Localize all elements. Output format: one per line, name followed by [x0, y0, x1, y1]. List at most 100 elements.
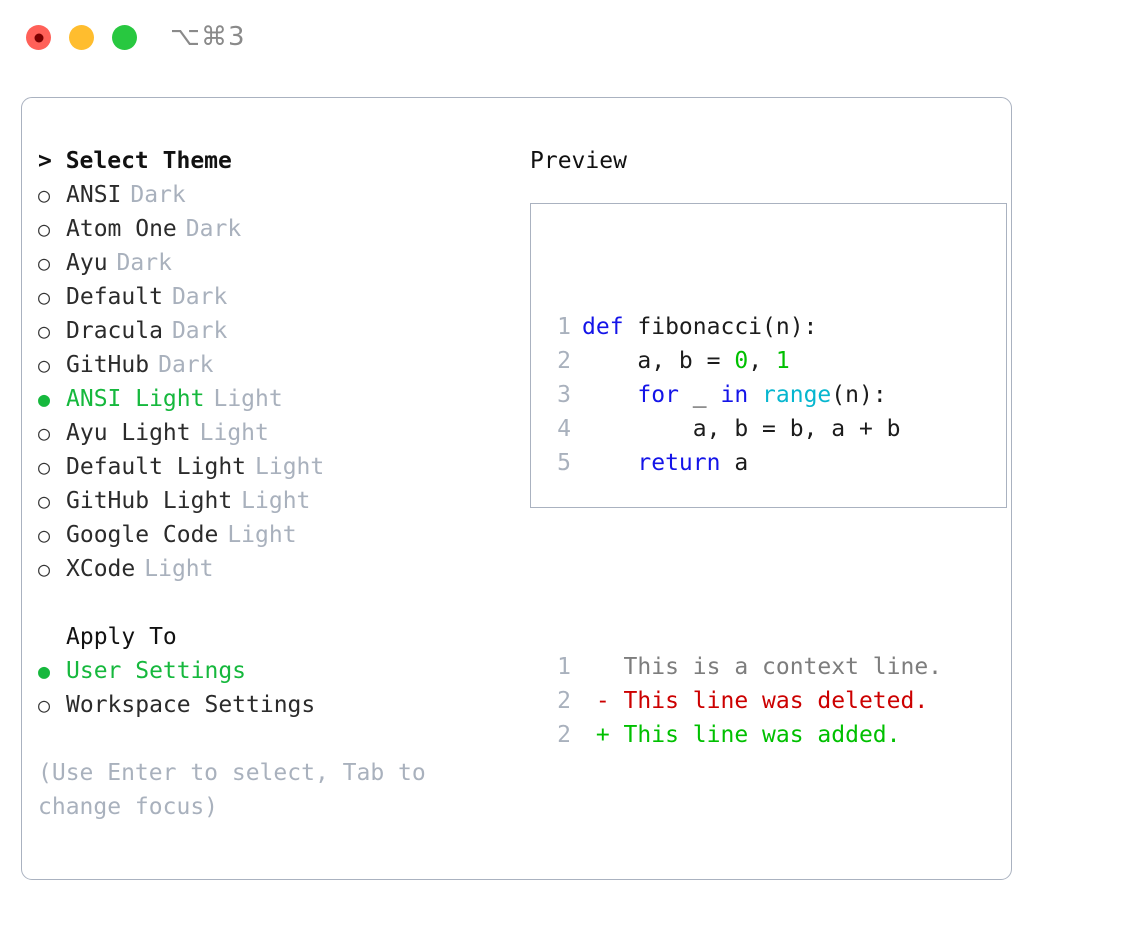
radio-unselected-icon: ○ — [38, 455, 51, 479]
theme-option-mode: Light — [213, 386, 283, 412]
token-plain — [582, 382, 637, 408]
minimize-button[interactable] — [69, 25, 94, 50]
token-plain: (n): — [831, 382, 887, 408]
radio-unselected-icon: ○ — [38, 285, 51, 309]
theme-option-label: Default Light — [66, 454, 247, 480]
token-num: 1 — [775, 348, 790, 374]
line-content: - This line was deleted. — [582, 684, 928, 718]
theme-option-label: Default — [66, 284, 163, 310]
radio-unselected-icon: ○ — [38, 523, 51, 547]
theme-option-label: ANSI — [66, 182, 122, 208]
token-plain — [582, 450, 637, 476]
token-kw: in — [720, 382, 749, 408]
token-plain — [748, 382, 762, 408]
theme-option-mode: Dark — [130, 182, 186, 208]
token-kw: def — [582, 314, 624, 340]
radio-unselected-icon: ○ — [38, 421, 51, 445]
maximize-button[interactable] — [112, 25, 137, 50]
radio-unselected-icon: ○ — [38, 251, 51, 275]
code-line: 2 a, b = 0, 1 — [543, 344, 942, 378]
theme-option-default[interactable]: ○ Default Dark — [38, 280, 478, 314]
apply-to-option-workspace-settings[interactable]: ○ Workspace Settings — [38, 688, 478, 722]
theme-option-label: XCode — [66, 556, 136, 582]
apply-to-option-list: ● User Settings ○ Workspace Settings — [38, 654, 478, 722]
theme-option-label: GitHub Light — [66, 488, 233, 514]
theme-option-google-code[interactable]: ○ Google Code Light — [38, 518, 478, 552]
code-line: 2 + This line was added. — [543, 718, 942, 752]
theme-option-dracula[interactable]: ○ Dracula Dark — [38, 314, 478, 348]
token-plain: a, b = — [582, 348, 735, 374]
close-button[interactable] — [26, 25, 51, 50]
line-number: 1 — [557, 654, 571, 680]
code-line: 2 - This line was deleted. — [543, 684, 942, 718]
title-bar: ⌥⌘3 — [0, 0, 1140, 78]
radio-unselected-icon: ○ — [38, 693, 51, 717]
line-content: a, b = 0, 1 — [582, 344, 790, 378]
window-controls — [26, 25, 137, 50]
theme-option-mode: Light — [227, 522, 297, 548]
radio-unselected-icon: ○ — [38, 319, 51, 343]
apply-to-option-label: Workspace Settings — [66, 692, 316, 718]
radio-unselected-icon: ○ — [38, 183, 51, 207]
token-plain: , — [748, 348, 776, 374]
line-content: for _ in range(n): — [582, 378, 887, 412]
theme-option-mode: Light — [199, 420, 269, 446]
code-line: 4 a, b = b, a + b — [543, 412, 942, 446]
radio-unselected-icon: ○ — [38, 353, 51, 377]
select-theme-heading: > Select Theme — [38, 148, 232, 174]
theme-option-ayu-light[interactable]: ○ Ayu Light Light — [38, 416, 478, 450]
keyboard-hint-text: (Use Enter to select, Tab to change focu… — [38, 760, 440, 820]
line-content: def fibonacci(n): — [582, 310, 817, 344]
apply-to-heading: Apply To — [66, 624, 177, 650]
apply-to-option-label: User Settings — [66, 658, 247, 684]
token-ctx: This is a context line. — [582, 654, 943, 680]
theme-option-label: Dracula — [66, 318, 163, 344]
theme-option-label: Google Code — [66, 522, 219, 548]
theme-option-mode: Light — [144, 556, 214, 582]
line-number: 2 — [557, 348, 571, 374]
preview-heading: Preview — [530, 148, 627, 174]
code-line: 1 This is a context line. — [543, 650, 942, 684]
theme-option-label: GitHub — [66, 352, 150, 378]
token-plain: fibonacci(n): — [623, 314, 818, 340]
theme-option-ansi[interactable]: ○ ANSI Dark — [38, 178, 478, 212]
token-plain: _ — [678, 382, 721, 408]
theme-option-label: ANSI Light — [66, 386, 205, 412]
theme-option-mode: Dark — [185, 216, 242, 242]
theme-option-github[interactable]: ○ GitHub Dark — [38, 348, 478, 382]
token-num: 0 — [734, 348, 749, 374]
radio-unselected-icon: ○ — [38, 489, 51, 513]
line-content: This is a context line. — [582, 650, 943, 684]
token-plain: a — [720, 450, 749, 476]
token-del: - This line was deleted. — [582, 688, 929, 714]
line-number: 2 — [557, 722, 571, 748]
theme-option-mode: Dark — [171, 318, 228, 344]
line-number: 5 — [557, 450, 571, 476]
theme-option-label: Ayu Light — [66, 420, 191, 446]
theme-option-label: Ayu — [66, 250, 108, 276]
token-kw: for — [637, 382, 679, 408]
theme-option-mode: Dark — [171, 284, 228, 310]
line-content: return a — [582, 446, 748, 480]
radio-selected-icon: ● — [38, 659, 51, 683]
theme-option-label: Atom One — [66, 216, 177, 242]
apply-to-option-user-settings[interactable]: ● User Settings — [38, 654, 478, 688]
token-add: + This line was added. — [582, 722, 901, 748]
theme-option-mode: Dark — [158, 352, 214, 378]
theme-option-atom-one[interactable]: ○ Atom One Dark — [38, 212, 478, 246]
radio-unselected-icon: ○ — [38, 217, 51, 241]
line-number: 3 — [557, 382, 571, 408]
